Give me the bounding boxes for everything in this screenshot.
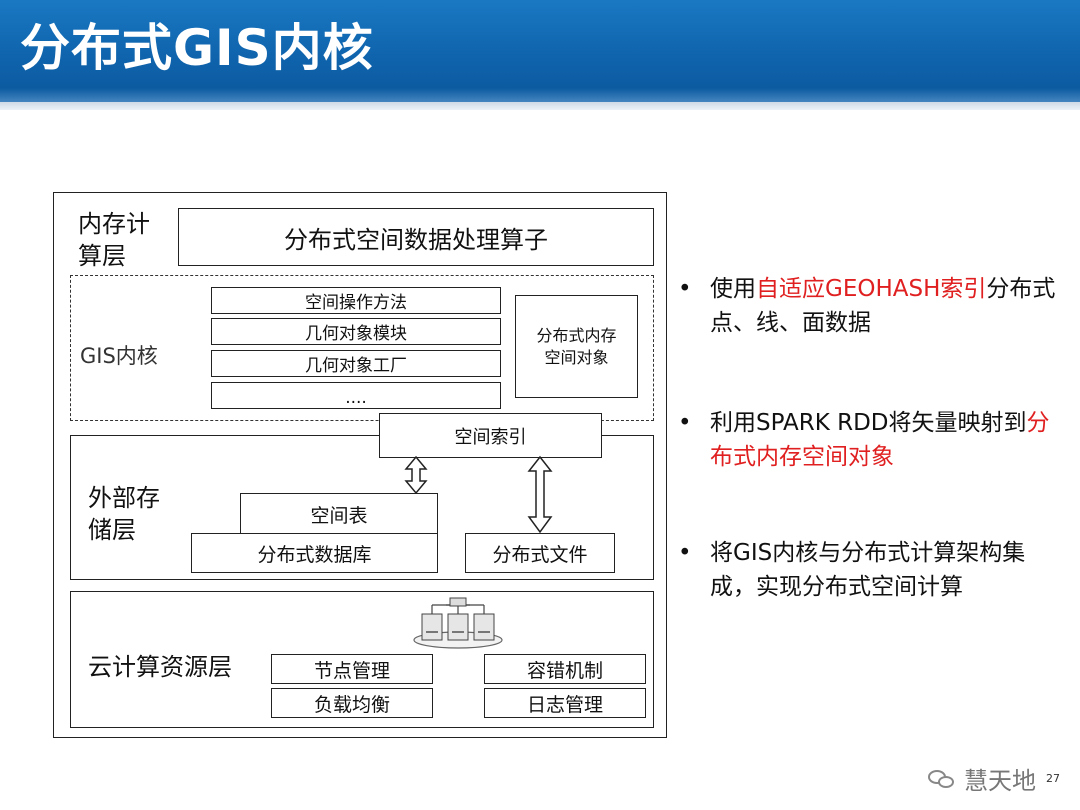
node-management-text: 节点管理 <box>313 659 390 682</box>
page-number: 27 <box>1046 772 1060 785</box>
title-bar: 分布式GIS内核 <box>0 0 1080 102</box>
cloud-layer-label: 云计算资源层 <box>88 653 232 681</box>
memory-layer-label-line2: 算层 <box>78 242 126 270</box>
gis-kernel-region <box>70 275 654 421</box>
bullet-highlight: 分布式内存空间对象 <box>710 410 1050 470</box>
footer: 慧天地 27 <box>928 761 1060 796</box>
spatial-operator-text: 分布式空间数据处理算子 <box>284 225 548 254</box>
gis-item-geometry-factory: 几何对象工厂 <box>211 350 501 377</box>
gis-item-spatial-ops: 空间操作方法 <box>211 287 501 314</box>
load-balance-text: 负载均衡 <box>313 693 390 716</box>
bullet-marker: • <box>678 540 692 566</box>
title-underline <box>0 102 1080 110</box>
gis-kernel-label: GIS内核 <box>80 344 158 368</box>
distributed-memory-object-box: 分布式内存 空间对象 <box>515 295 638 398</box>
bullet-text: 利用SPARK RDD将矢量映射到分布式内存空间对象 <box>710 410 1050 470</box>
spatial-index-text: 空间索引 <box>454 426 527 448</box>
bullet-marker: • <box>678 276 692 302</box>
memory-object-line1: 分布式内存 <box>536 325 617 345</box>
bullet-text: 将GIS内核与分布式计算架构集成，实现分布式空间计算 <box>710 540 1026 600</box>
memory-layer-label: 内存计 算层 <box>78 208 150 272</box>
storage-layer-label: 外部存 储层 <box>88 482 160 546</box>
distributed-file-text: 分布式文件 <box>492 543 588 566</box>
double-arrow-left <box>404 455 428 495</box>
spatial-index-box: 空间索引 <box>379 413 602 458</box>
gis-item-more: .... <box>211 382 501 409</box>
gis-item-label: .... <box>345 388 367 408</box>
title-bar-shine <box>0 88 1080 102</box>
log-management-box: 日志管理 <box>484 688 646 718</box>
fault-tolerance-box: 容错机制 <box>484 654 646 684</box>
spatial-operator-box: 分布式空间数据处理算子 <box>178 208 654 266</box>
memory-object-line2: 空间对象 <box>544 347 609 367</box>
storage-layer-label-line1: 外部存 <box>88 484 160 512</box>
gis-item-label: 空间操作方法 <box>305 293 407 313</box>
fault-tolerance-text: 容错机制 <box>526 659 603 682</box>
bullet-highlight: 自适应GEOHASH索引 <box>756 276 987 302</box>
spatial-table-box: 空间表 <box>240 493 438 535</box>
memory-layer-label-line1: 内存计 <box>78 210 150 238</box>
log-management-text: 日志管理 <box>526 693 603 716</box>
storage-layer-label-line2: 储层 <box>88 516 136 544</box>
distributed-database-text: 分布式数据库 <box>257 543 372 566</box>
load-balance-box: 负载均衡 <box>271 688 433 718</box>
wechat-icon <box>928 768 958 790</box>
slide-title: 分布式GIS内核 <box>20 19 374 77</box>
server-cluster-icon <box>413 597 503 649</box>
gis-item-geometry-module: 几何对象模块 <box>211 318 501 345</box>
bullet-text: 使用自适应GEOHASH索引分布式点、线、面数据 <box>710 276 1056 336</box>
distributed-file-box: 分布式文件 <box>465 533 615 573</box>
watermark-text: 慧天地 <box>964 767 1036 795</box>
gis-item-label: 几何对象模块 <box>305 324 407 344</box>
double-arrow-right <box>527 455 553 534</box>
spatial-table-text: 空间表 <box>310 504 368 527</box>
node-management-box: 节点管理 <box>271 654 433 684</box>
bullet-marker: • <box>678 410 692 436</box>
distributed-database-box: 分布式数据库 <box>191 533 438 573</box>
gis-item-label: 几何对象工厂 <box>305 356 407 376</box>
